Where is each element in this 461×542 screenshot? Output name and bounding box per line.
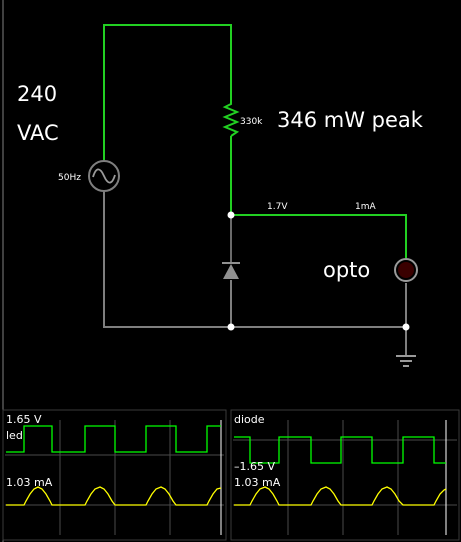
diode-triangle-icon: [223, 264, 239, 279]
scope-diode-voltage: –1.65 V: [234, 460, 275, 473]
ground-icon[interactable]: [396, 355, 416, 367]
wire-top-loop[interactable]: [103, 24, 232, 160]
source-voltage-unit: VAC: [17, 121, 59, 145]
diode-current-trace: [234, 486, 447, 506]
opto-label: opto: [323, 258, 370, 282]
diode[interactable]: [222, 262, 240, 279]
scope-diode-name: diode: [234, 413, 265, 426]
diode-voltage-trace: [234, 436, 446, 464]
wire-source-return[interactable]: [103, 192, 231, 328]
scope-diode-current: 1.03 mA: [234, 476, 281, 489]
source-frequency: 50Hz: [58, 173, 81, 183]
ac-source[interactable]: [88, 160, 120, 192]
scope-panel-diode[interactable]: diode –1.65 V 1.03 mA: [230, 409, 460, 541]
wire-node-to-opto[interactable]: [231, 214, 407, 258]
led-voltage-trace: [6, 425, 221, 453]
scope-panel-led[interactable]: 1.65 V led 1.03 mA: [2, 409, 227, 541]
led-glow: [398, 262, 414, 278]
node-voltage: 1.7V: [267, 202, 288, 212]
led-current-trace: [6, 486, 222, 506]
scope-led-current: 1.03 mA: [6, 476, 53, 489]
scope-led-voltage: 1.65 V: [6, 413, 42, 426]
junction-node-right[interactable]: [402, 323, 410, 331]
opto-led[interactable]: [394, 258, 418, 282]
resistor-value: 330k: [240, 117, 263, 127]
scope-frame[interactable]: [230, 409, 460, 541]
scope-led-name: led: [6, 429, 23, 442]
junction-node-bottom[interactable]: [227, 323, 235, 331]
sine-wave-icon: [92, 168, 116, 184]
power-annotation: 346 mW peak: [277, 108, 424, 132]
source-voltage-value: 240: [17, 82, 57, 106]
junction-node-top[interactable]: [227, 211, 235, 219]
resistor[interactable]: [222, 100, 240, 137]
wires[interactable]: [103, 24, 407, 356]
branch-current: 1mA: [355, 202, 376, 212]
